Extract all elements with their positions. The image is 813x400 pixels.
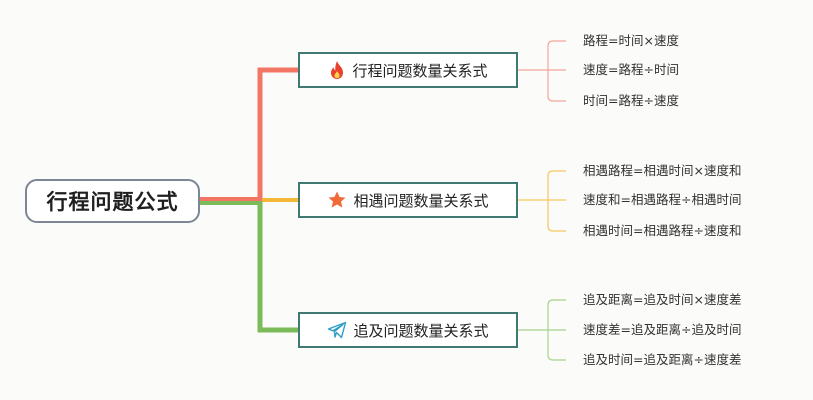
branch-label-meeting: 相遇问题数量关系式 [353,191,489,210]
leaf-formula: 路程=时间×速度 [583,33,679,48]
fire-icon [328,60,346,80]
root-node-label: 行程问题公式 [46,190,179,214]
branch-connector-3 [257,201,298,333]
leaf-formula: 相遇时间=相遇路程÷速度和 [583,223,742,238]
leaf-formula: 相遇路程=相遇时间×速度和 [583,163,742,178]
leaf-formula: 时间=路程÷速度 [583,93,679,108]
branch-label-travel: 行程问题数量关系式 [352,61,488,80]
branch-node-travel[interactable]: 行程问题数量关系式 [298,52,518,88]
leaf-formula: 追及时间=追及距离÷速度差 [583,352,742,367]
leaf-bracket-1 [518,40,566,102]
branch-node-meeting[interactable]: 相遇问题数量关系式 [298,182,518,218]
star-icon [327,190,347,210]
root-node[interactable]: 行程问题公式 [25,179,200,223]
branch-connector-1 [257,67,298,201]
leaf-bracket-3 [518,299,566,361]
branch-node-chase[interactable]: 追及问题数量关系式 [298,312,518,348]
branch-label-chase: 追及问题数量关系式 [353,321,489,340]
leaf-formula: 速度差=追及距离÷追及时间 [583,322,742,337]
leaf-bracket-2 [518,170,566,232]
leaf-formula: 速度和=相遇路程÷相遇时间 [583,192,742,207]
paper-plane-icon [327,321,347,339]
leaf-formula: 速度=路程÷时间 [583,62,679,77]
leaf-formula: 追及距离=追及时间×速度差 [583,292,742,307]
